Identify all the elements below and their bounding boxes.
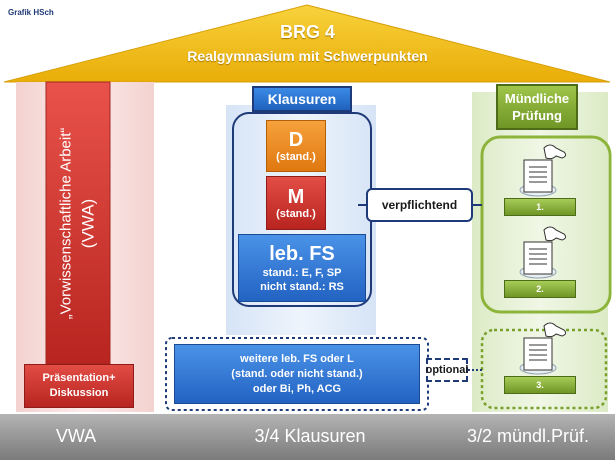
base-label-oral: 3/2 mündl.Prüf. xyxy=(466,426,590,446)
vwa-text-line2: (VWA) xyxy=(78,198,98,248)
oral-header-line1: Mündliche xyxy=(504,91,570,106)
further-line2: (stand. oder nicht stand.) xyxy=(231,367,363,380)
subject-m-label: M xyxy=(287,186,305,208)
further-line1: weitere leb. FS oder L xyxy=(240,352,354,365)
exam-paper-icon xyxy=(519,226,567,279)
base-label-vwa: VWA xyxy=(55,426,97,446)
base-label-klausuren: 3/4 Klausuren xyxy=(254,426,366,446)
klausuren-header: Klausuren xyxy=(252,86,352,112)
oral-exam-header: Mündliche Prüfung xyxy=(496,84,578,130)
oral-exam-item-1: 1. xyxy=(500,140,600,220)
vwa-text-line1: „Vorwissenschaftliche Arbeit“ xyxy=(57,127,75,319)
oral-header-line2: Prüfung xyxy=(512,108,562,123)
subject-d-sub: (stand.) xyxy=(276,151,316,163)
foreign-language-box: leb. FS stand.: E, F, SP nicht stand.: R… xyxy=(238,234,366,302)
presentation-box: Präsentation+ Diskussion xyxy=(24,364,134,408)
oral-exam-3-plate: 3. xyxy=(504,376,576,394)
credit-label: Grafik HSch xyxy=(8,8,54,17)
oral-exam-item-2: 2. xyxy=(500,222,600,302)
further-subjects-box: weitere leb. FS oder L (stand. oder nich… xyxy=(174,344,420,404)
subject-d-label: D xyxy=(288,129,304,151)
subject-d-box: D (stand.) xyxy=(266,120,326,172)
optional-label-box: optional xyxy=(426,358,468,382)
foreign-language-sub1: stand.: E, F, SP xyxy=(262,267,342,279)
base-bar xyxy=(0,414,615,460)
roof-shape xyxy=(3,4,611,83)
mandatory-label-box: verpflichtend xyxy=(366,188,473,222)
exam-paper-icon xyxy=(519,322,567,375)
foreign-language-sub2: nicht stand.: RS xyxy=(260,281,344,293)
roof-subtitle: Realgymnasium mit Schwerpunkten xyxy=(187,48,428,64)
presentation-line2: Diskussion xyxy=(49,387,109,399)
foreign-language-label: leb. FS xyxy=(269,243,335,265)
vwa-column xyxy=(45,81,111,365)
further-line3: oder Bi, Ph, ACG xyxy=(252,382,342,395)
subject-m-box: M (stand.) xyxy=(266,176,326,230)
vwa-text-wrap: „Vorwissenschaftliche Arbeit“ (VWA) xyxy=(46,82,110,364)
roof-title: BRG 4 xyxy=(279,22,335,42)
oral-exams-outline xyxy=(480,135,612,314)
oral-exam-item-3: 3. xyxy=(500,318,600,398)
oral-exam-2-plate: 2. xyxy=(504,280,576,298)
subject-m-sub: (stand.) xyxy=(276,208,316,220)
vwa-text-rotated: „Vorwissenschaftliche Arbeit“ (VWA) xyxy=(58,127,99,319)
presentation-line1: Präsentation+ xyxy=(42,372,116,384)
exam-paper-icon xyxy=(519,144,567,197)
oral-exam-1-plate: 1. xyxy=(504,198,576,216)
